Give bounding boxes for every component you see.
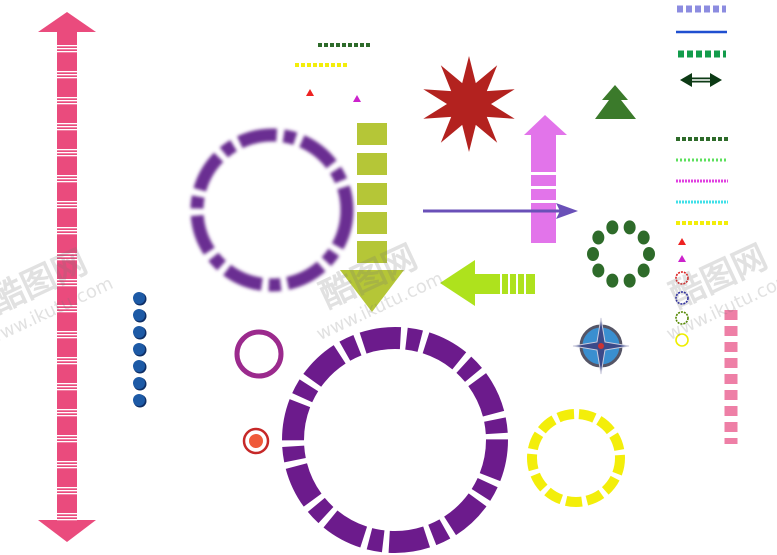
green-dot (587, 247, 599, 261)
green-dot (637, 230, 650, 245)
magenta-up-arrow (524, 115, 567, 243)
stripe (57, 383, 77, 385)
stripe (57, 181, 77, 183)
stripe (57, 415, 77, 417)
green-dot (606, 273, 619, 288)
purple-dashed-ring (190, 128, 354, 292)
stripe (57, 155, 77, 157)
stripe (57, 285, 77, 287)
blue-dot-column (133, 292, 147, 408)
green-dot-ring (587, 220, 655, 288)
stripe (57, 487, 77, 489)
blue-dot (133, 343, 145, 355)
blue-dot (133, 292, 145, 304)
red-target-icon (242, 427, 270, 455)
stripe (57, 207, 77, 209)
stripe (57, 493, 77, 495)
double-arrow-icon (680, 73, 722, 87)
stripe (57, 71, 77, 73)
blue-dot (133, 394, 145, 406)
stripe (57, 256, 77, 258)
stripe (57, 100, 77, 102)
stripe (57, 149, 77, 151)
blue-dot (133, 309, 145, 321)
stripe (57, 389, 77, 391)
stripe (57, 230, 77, 232)
stripe (57, 233, 77, 235)
large-purple-dashed-ring (282, 327, 508, 553)
stripe (57, 311, 77, 313)
blue-dot (133, 360, 145, 372)
stripe (57, 97, 77, 99)
stripe (57, 337, 77, 339)
stripe (57, 51, 77, 53)
green-dot (637, 263, 650, 278)
stripe (57, 175, 77, 177)
stripe (57, 204, 77, 206)
stripe (57, 519, 77, 521)
stripe (57, 308, 77, 310)
red-star (423, 56, 515, 152)
stripe (57, 490, 77, 492)
green-up-arrow (595, 85, 636, 119)
stripe (57, 331, 77, 333)
green-dot (592, 263, 605, 278)
stripe (57, 123, 77, 125)
compass-icon (572, 317, 630, 375)
stripe (57, 178, 77, 180)
stripe (57, 126, 77, 128)
stripe (57, 279, 77, 281)
stripe (57, 129, 77, 131)
stripe (57, 74, 77, 76)
blue-dot (133, 326, 145, 338)
stripe (57, 516, 77, 518)
stripe (57, 227, 77, 229)
stripe (57, 201, 77, 203)
green-dot (643, 247, 655, 261)
stripe (57, 152, 77, 154)
green-dot (592, 230, 605, 245)
stripe (57, 253, 77, 255)
stripe (57, 386, 77, 388)
stripe (57, 45, 77, 47)
green-dot (623, 273, 636, 288)
stripe (57, 363, 77, 365)
violet-right-arrow (423, 203, 578, 219)
stripe (57, 334, 77, 336)
stripe (57, 77, 77, 79)
stripe (57, 409, 77, 411)
stripe (57, 282, 77, 284)
pink-double-arrow (38, 12, 96, 542)
stripe (57, 441, 77, 443)
green-dot (606, 220, 619, 235)
stripe (57, 513, 77, 515)
magenta-triangle (353, 95, 361, 102)
yellow-dashed-ring (527, 409, 625, 507)
stripe (57, 357, 77, 359)
magenta-circle (234, 329, 284, 379)
stripe (57, 48, 77, 50)
stripe (57, 360, 77, 362)
blue-dot (133, 377, 145, 389)
lime-left-arrow (440, 260, 535, 306)
stripe (57, 467, 77, 469)
right-legend-column (675, 5, 728, 347)
stripe (57, 435, 77, 437)
stripe (57, 464, 77, 466)
red-triangle (306, 89, 314, 96)
stripe (57, 412, 77, 414)
stripe (57, 461, 77, 463)
stripe (57, 305, 77, 307)
stripe (57, 259, 77, 261)
olive-down-arrow (340, 123, 404, 312)
green-dot (623, 220, 636, 235)
stripe (57, 103, 77, 105)
stripe (57, 438, 77, 440)
